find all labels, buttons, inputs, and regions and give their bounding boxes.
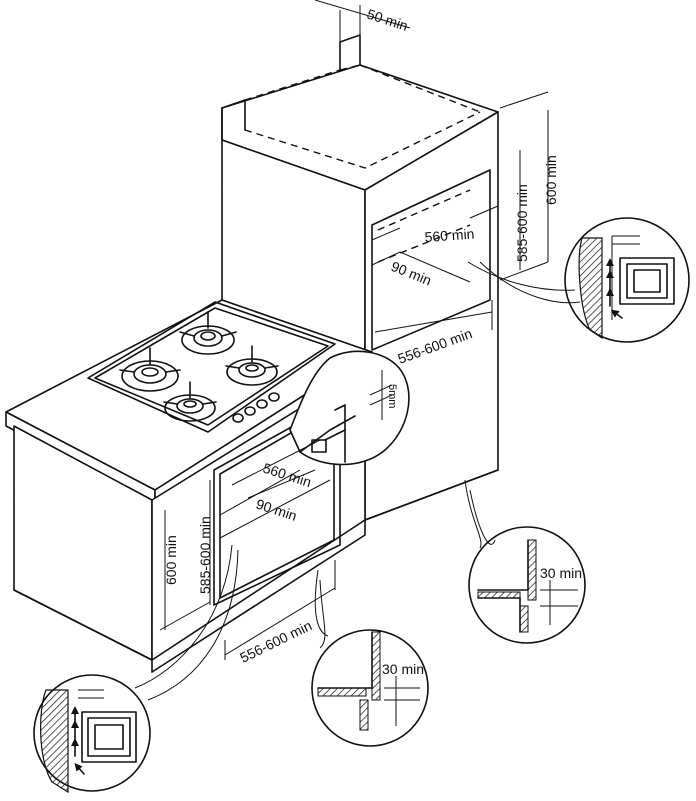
control-knobs [232, 392, 280, 423]
base-dimensions [159, 439, 336, 660]
top-gap-label: 50 min [365, 6, 410, 34]
hob-clearance-detail [289, 350, 410, 466]
tower-depth-label: 560 min [424, 226, 475, 245]
base-plinth-vent-detail [311, 569, 429, 747]
burner-rear-left [179, 311, 237, 355]
hob-clearance-label: 5mm [386, 384, 398, 408]
base-height-label: 600 min [163, 535, 179, 585]
tower-height-label: 600 min [543, 155, 559, 205]
gas-hob [87, 301, 336, 433]
tower-height-range-label: 585-600 min [514, 184, 530, 262]
burner-front [163, 381, 217, 422]
tower-vent-detail [467, 217, 690, 343]
vent-right-label: 30 min [540, 565, 582, 581]
tower-dimensions [314, 0, 549, 333]
burner-left [119, 347, 181, 392]
burner-right [225, 345, 279, 386]
tower-base-vent-detail [464, 479, 586, 644]
vent-bottom-label: 30 min [382, 661, 424, 677]
base-height-range-label: 585-600 min [197, 516, 213, 594]
base-side-vent-detail [33, 544, 239, 794]
